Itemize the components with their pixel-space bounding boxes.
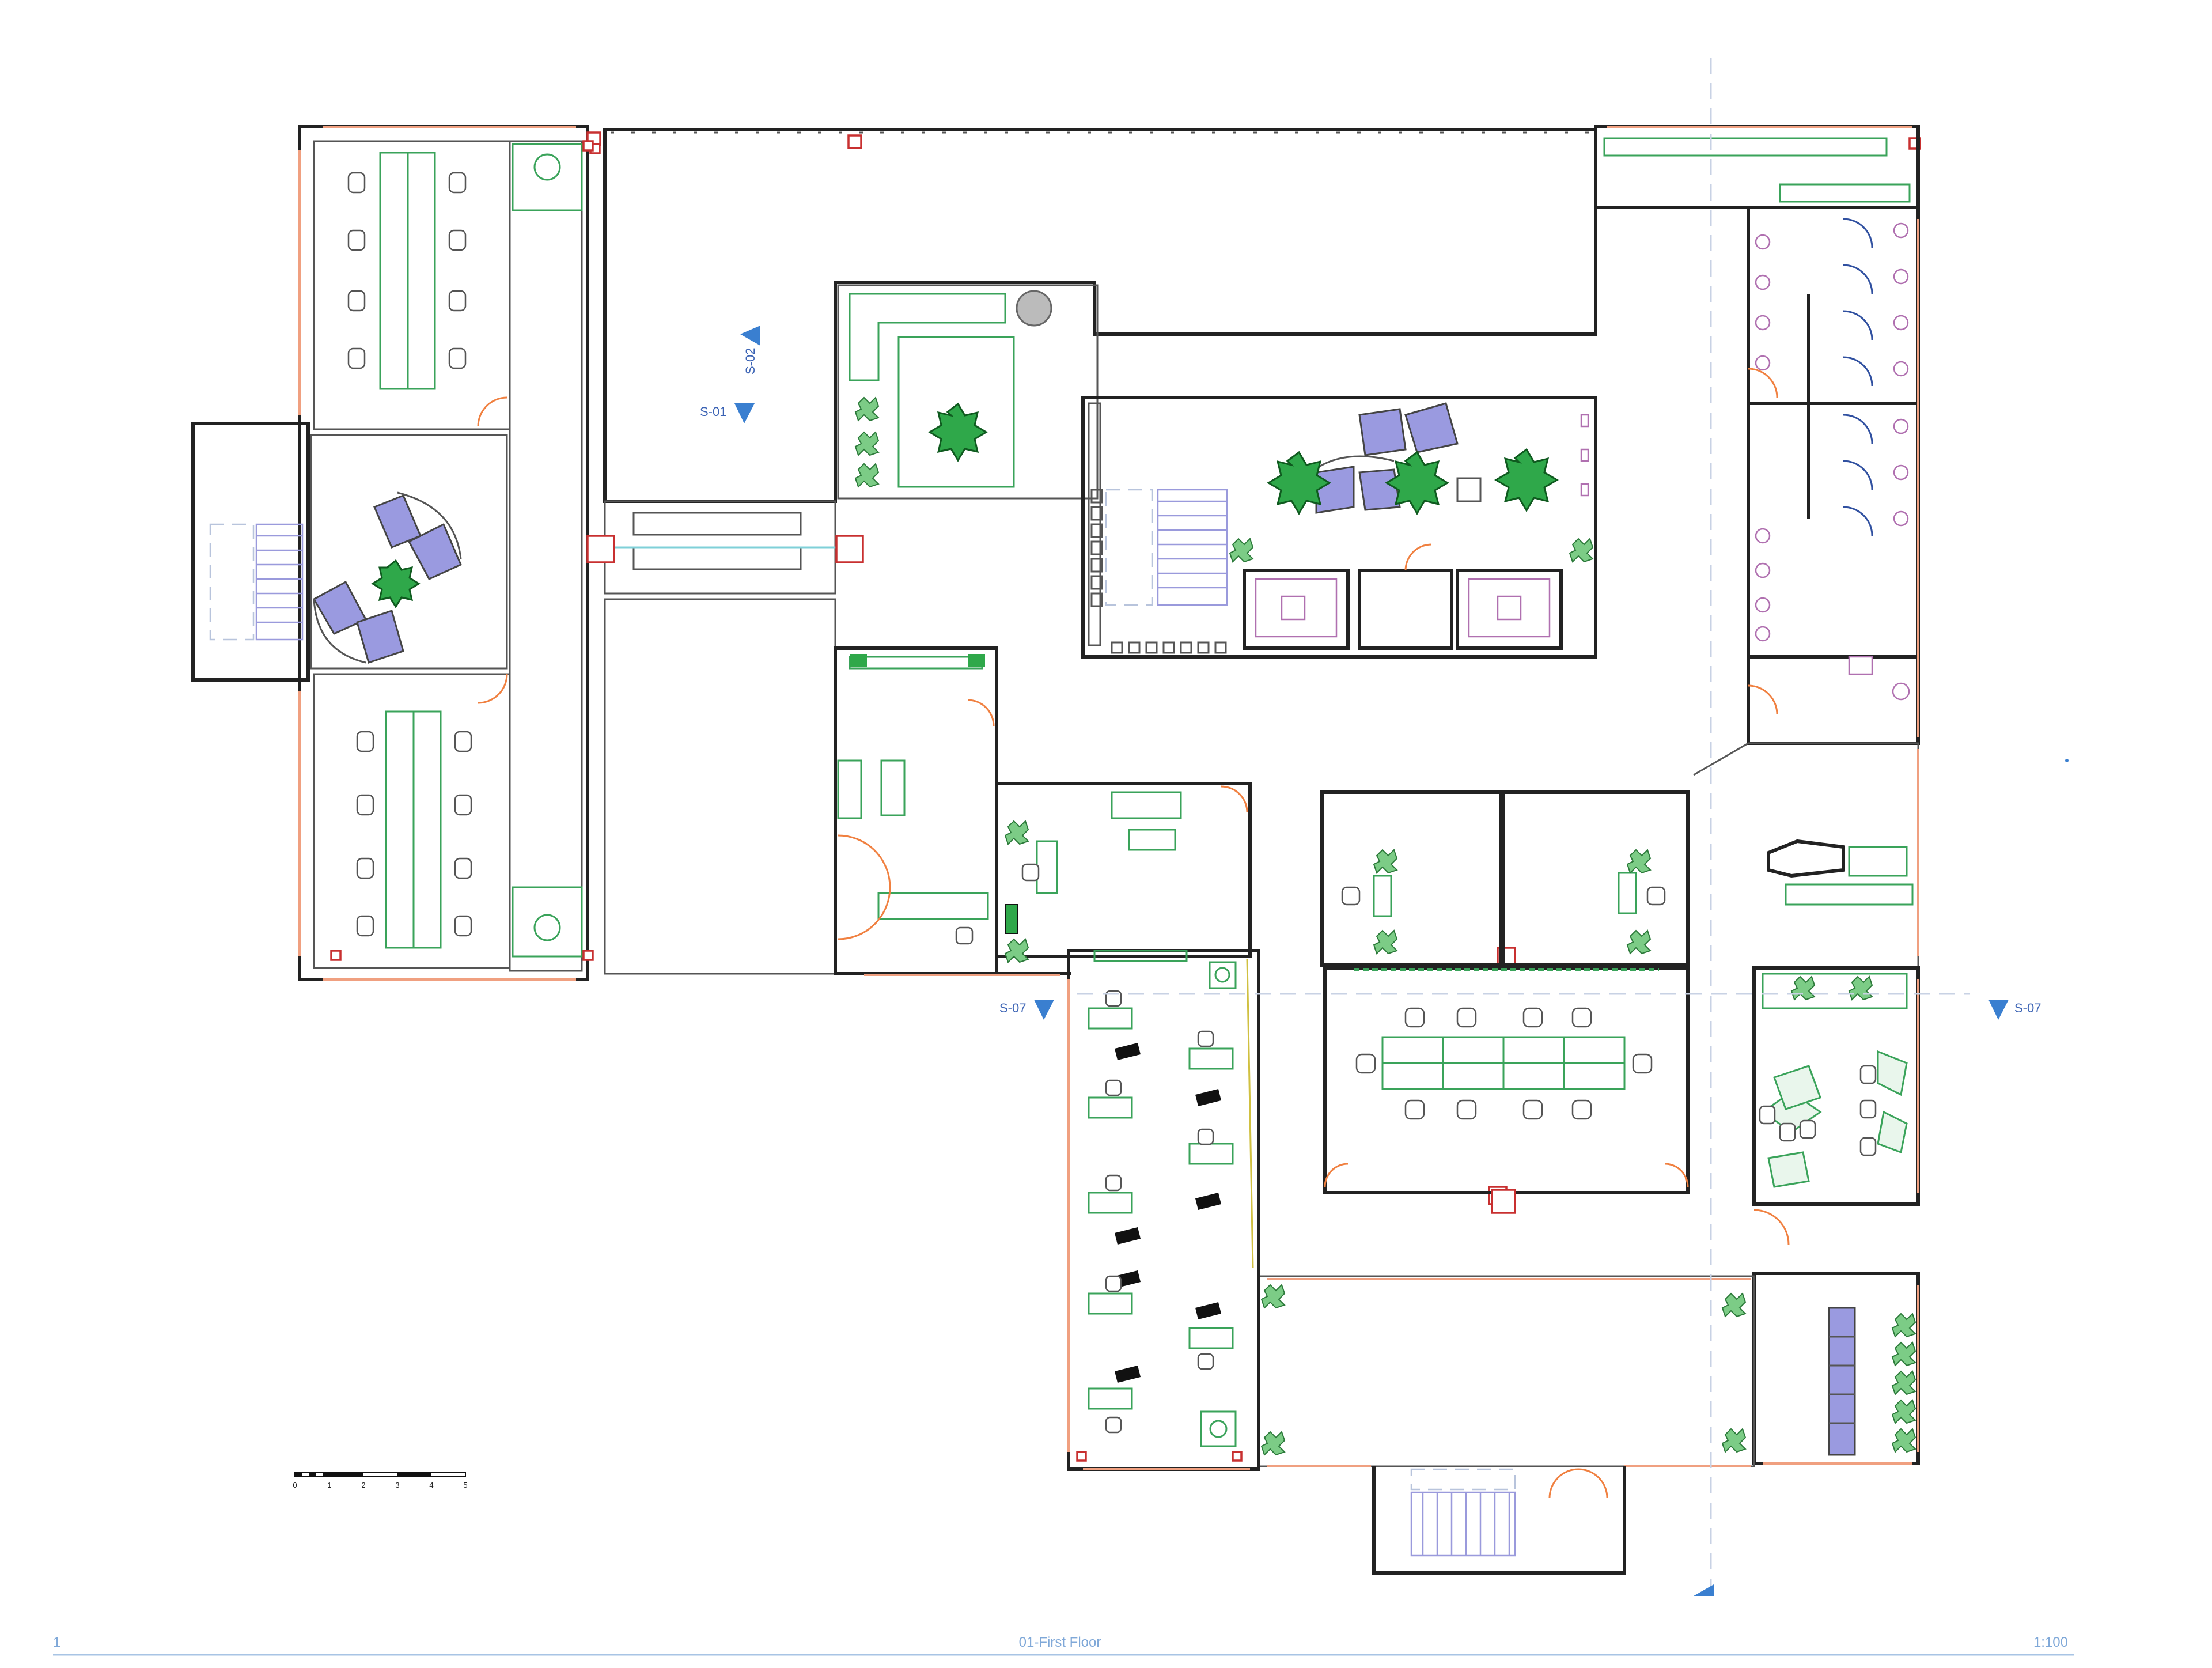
long-bench-sofa (1828, 1307, 1856, 1456)
central-courtyard (1081, 396, 1597, 659)
potted-plant-lounge-west (371, 559, 421, 608)
plant-box-north (1209, 961, 1237, 989)
south-stair-annex (1372, 1466, 1626, 1575)
door-south-office (478, 674, 508, 704)
s02-label: S-02 (743, 348, 757, 375)
door-north-office (477, 396, 507, 427)
west-corridor (509, 140, 583, 972)
south-entry (1372, 1466, 1626, 1575)
small-plant-reception-3 (854, 463, 880, 488)
small-office-east (1502, 790, 1690, 967)
scale-tick-5: 5 (463, 1481, 467, 1489)
west-stair-annex (191, 422, 310, 682)
scale-bar: 0 1 2 3 4 5 (293, 1472, 468, 1489)
small-plant-reception-1 (854, 396, 880, 422)
drawing-title: 01-First Floor (1019, 1635, 1101, 1650)
meeting-pod-east (1456, 569, 1563, 650)
section-marker-s01: S-01 (700, 403, 755, 423)
wc-fixtures-west (1755, 234, 1771, 642)
plant-box-south (1200, 1410, 1237, 1447)
conference-chairs (1355, 1007, 1653, 1120)
section-marker-s02: S-02 (740, 326, 760, 375)
columns (330, 131, 1921, 1205)
chairs-south-office (356, 731, 472, 937)
drawing-scale: 1:100 (2033, 1635, 2068, 1650)
scale-tick-2: 2 (361, 1481, 365, 1489)
office-room-south (313, 673, 511, 969)
pod-center (1358, 569, 1453, 650)
s07-right-arrow-icon (1988, 1000, 2009, 1020)
scale-tick-4: 4 (429, 1481, 433, 1489)
courtyard-table (1456, 477, 1482, 502)
potted-plant-courtyard-1 (1267, 451, 1331, 515)
wc-stalls-east (1843, 218, 1910, 701)
south-lounge-hall (1257, 1275, 1755, 1467)
west-stair (209, 523, 304, 641)
booth-south (512, 886, 583, 958)
north-east-wing (1594, 125, 1920, 745)
courtyard-lounge-sofas (1315, 402, 1459, 514)
section-marker-s07-right: S-07 (1988, 1000, 2041, 1020)
south-west-workspace (1067, 949, 1260, 1471)
toilet-block (1747, 206, 1920, 745)
potted-plant-courtyard-3 (1494, 448, 1559, 512)
main-entry-door-right (1578, 1468, 1608, 1499)
small-plant-reception-2 (854, 431, 880, 456)
small-plant-courtyard-1 (1229, 538, 1254, 563)
desks-workspace-west (1088, 1007, 1234, 1410)
courtyard-window-bays (1090, 489, 1227, 654)
south-east-office (1752, 966, 1920, 1245)
small-plant-courtyard-2 (1569, 538, 1594, 563)
hex-desk-cluster-east (1859, 1050, 1908, 1156)
title-block: 1 01-First Floor 1:100 (53, 1635, 2074, 1656)
office-room-center (995, 782, 1252, 958)
east-middle-area (1693, 742, 1919, 968)
potted-plant-courtyard-2 (1385, 451, 1449, 515)
reception-area (837, 284, 1099, 500)
pantry-room (834, 646, 998, 975)
round-planter (1016, 290, 1052, 327)
courtyard-stair (1105, 489, 1228, 606)
lounge-room-west (310, 434, 508, 670)
meeting-room (1323, 966, 1690, 1194)
office-room-north (313, 140, 511, 430)
scale-tick-0: 0 (293, 1481, 297, 1489)
grid-end-marker (1694, 1584, 1714, 1596)
chairs-workspace-west (1105, 990, 1214, 1434)
left-wing (191, 125, 589, 981)
potted-plant-reception (928, 402, 988, 462)
s07-left-arrow-icon (1034, 1000, 1054, 1020)
reception-room (837, 284, 1099, 500)
reception-desk-east (1767, 839, 1845, 878)
lounge-sofas-west (312, 491, 462, 664)
s07-left-label: S-07 (999, 1001, 1026, 1015)
south-east-lounge (1752, 1272, 1920, 1465)
scale-tick-1: 1 (327, 1481, 331, 1489)
central-hall (604, 598, 836, 975)
s07-right-label: S-07 (2014, 1001, 2041, 1015)
sheet-number: 1 (53, 1635, 60, 1650)
south-stair (1410, 1468, 1516, 1557)
s01-arrow-icon (734, 403, 755, 423)
s02-arrow-icon (740, 326, 760, 346)
section-marker-s07-left: S-07 (999, 1000, 1054, 1020)
hex-desk-cluster-west (1759, 1065, 1822, 1188)
main-entry-door-left (1548, 1468, 1579, 1499)
courtyard-outline (1081, 396, 1597, 659)
chairs-north-office (347, 172, 467, 369)
small-offices-block (1320, 790, 1502, 967)
reception-sofa-l (849, 293, 1006, 381)
meeting-pod-west (1243, 569, 1350, 650)
s01-label: S-01 (700, 404, 726, 419)
booth-north (512, 143, 583, 211)
central-west-rooms (834, 646, 1252, 975)
scale-tick-3: 3 (395, 1481, 399, 1489)
south-center (1257, 790, 1755, 1467)
reception-rug (897, 336, 1015, 488)
